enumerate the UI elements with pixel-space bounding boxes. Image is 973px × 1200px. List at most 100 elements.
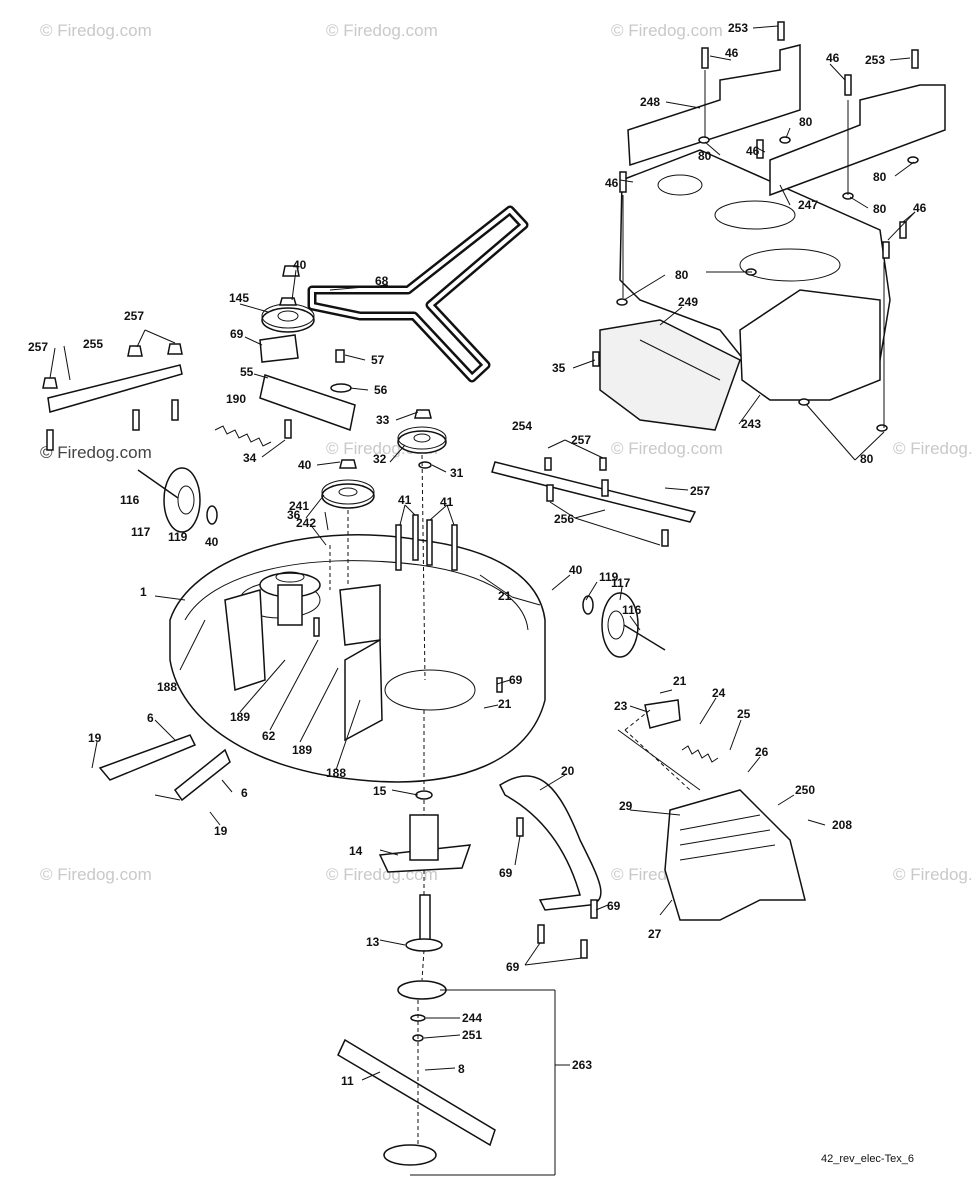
- callout-label: 21: [498, 589, 512, 603]
- callout-label: 241: [289, 499, 309, 513]
- diagram-reference-code: 42_rev_elec-Tex_6: [821, 1153, 914, 1165]
- callout-label: 46: [913, 201, 927, 215]
- callout-label: 80: [698, 149, 712, 163]
- callout-label: 189: [292, 743, 312, 757]
- callout-label: 253: [865, 53, 885, 67]
- callout-label: 117: [131, 525, 151, 539]
- callout-label: 80: [675, 268, 689, 282]
- fasteners: [42, 21, 919, 959]
- callout-label: 19: [88, 731, 102, 745]
- deflector-shields: [627, 44, 946, 197]
- callout-label: 80: [873, 202, 887, 216]
- callout-label: 24: [712, 686, 726, 700]
- callout-label: 254: [512, 419, 532, 433]
- watermark: © Firedog.com: [326, 21, 438, 40]
- watermark: © Firedog.com: [40, 865, 152, 884]
- callout-label: 41: [440, 495, 454, 509]
- watermark: © Firedog.com: [893, 865, 973, 884]
- callout-label: 117: [611, 576, 631, 590]
- engine-pulley: [259, 571, 321, 626]
- stabilizer-arms: [47, 364, 697, 523]
- callout-label: 21: [673, 674, 687, 688]
- callout-label: 46: [605, 176, 619, 190]
- callout-label: 56: [374, 383, 388, 397]
- callout-label: 31: [450, 466, 464, 480]
- callout-label: 55: [240, 365, 254, 379]
- callout-label: 189: [230, 710, 250, 724]
- watermark: © Firedog.com: [611, 439, 723, 458]
- pulleys: [259, 297, 447, 626]
- callout-label: 41: [398, 493, 412, 507]
- callout-label: 253: [728, 21, 748, 35]
- callout-label: 188: [326, 766, 346, 780]
- callout-label: 145: [229, 291, 249, 305]
- drive-belt: [307, 205, 529, 383]
- callout-label: 119: [168, 530, 188, 544]
- deck-shell: [169, 534, 546, 783]
- callout-label: 46: [725, 46, 739, 60]
- callout-label: 11: [341, 1074, 354, 1088]
- callout-label: 29: [619, 799, 633, 813]
- callout-label: 257: [124, 309, 144, 323]
- callout-label: 249: [678, 295, 698, 309]
- callout-label: 20: [561, 764, 575, 778]
- callout-label: 188: [157, 680, 177, 694]
- callout-label: 243: [741, 417, 761, 431]
- pulley-32: [397, 409, 447, 454]
- callout-label: 21: [498, 697, 512, 711]
- callout-label: 40: [293, 258, 307, 272]
- callout-label: 250: [795, 783, 815, 797]
- callout-label: 35: [552, 361, 566, 375]
- callout-label: 244: [462, 1011, 482, 1025]
- watermark: © Firedog.com: [40, 21, 152, 40]
- callout-label: 251: [462, 1028, 482, 1042]
- callout-label: 46: [826, 51, 840, 65]
- mandrel-cover-assembly: [599, 149, 891, 431]
- leader-lines: [49, 25, 916, 1145]
- callout-label: 242: [296, 516, 316, 530]
- watermark: © Firedog.com: [40, 443, 152, 462]
- callout-label: 62: [262, 729, 276, 743]
- callout-label: 40: [569, 563, 583, 577]
- callout-label: 26: [755, 745, 769, 759]
- callout-label: 6: [241, 786, 248, 800]
- callout-labels: 1 6 6 8 11 13 14 15 19 19 20 21 21 21 23…: [28, 21, 927, 1088]
- callout-label: 68: [375, 274, 389, 288]
- callout-label: 248: [640, 95, 660, 109]
- watermark: © Firedog.com: [611, 21, 723, 40]
- callout-label: 34: [243, 451, 257, 465]
- callout-label: 1: [140, 585, 147, 599]
- idler-bracket: [214, 334, 356, 447]
- callout-label: 69: [607, 899, 621, 913]
- callout-label: 263: [572, 1058, 592, 1072]
- callout-label: 69: [506, 960, 520, 974]
- callout-label: 69: [230, 327, 244, 341]
- pulley-145: [261, 297, 315, 333]
- callout-label: 40: [205, 535, 219, 549]
- callout-label: 80: [799, 115, 813, 129]
- callout-label: 27: [648, 927, 662, 941]
- callout-label: 23: [614, 699, 628, 713]
- callout-label: 190: [226, 392, 246, 406]
- callout-label: 19: [214, 824, 228, 838]
- callout-label: 33: [376, 413, 390, 427]
- discharge-chute: [499, 699, 806, 921]
- callout-label: 257: [571, 433, 591, 447]
- callout-label: 57: [371, 353, 385, 367]
- callout-label: 80: [873, 170, 887, 184]
- baffle-brackets: [98, 734, 231, 802]
- callout-label: 32: [373, 452, 387, 466]
- callout-label: 36: [287, 508, 301, 522]
- callout-label: 208: [832, 818, 852, 832]
- callout-label: 80: [860, 452, 874, 466]
- pulley-36: [321, 459, 375, 509]
- callout-label: 255: [83, 337, 103, 351]
- callout-label: 116: [120, 493, 140, 507]
- callout-label: 40: [298, 458, 312, 472]
- callout-label: 256: [554, 512, 574, 526]
- callout-label: 6: [147, 711, 154, 725]
- callout-label: 46: [746, 144, 760, 158]
- gauge-wheels: [137, 467, 666, 658]
- callout-label: 14: [349, 844, 363, 858]
